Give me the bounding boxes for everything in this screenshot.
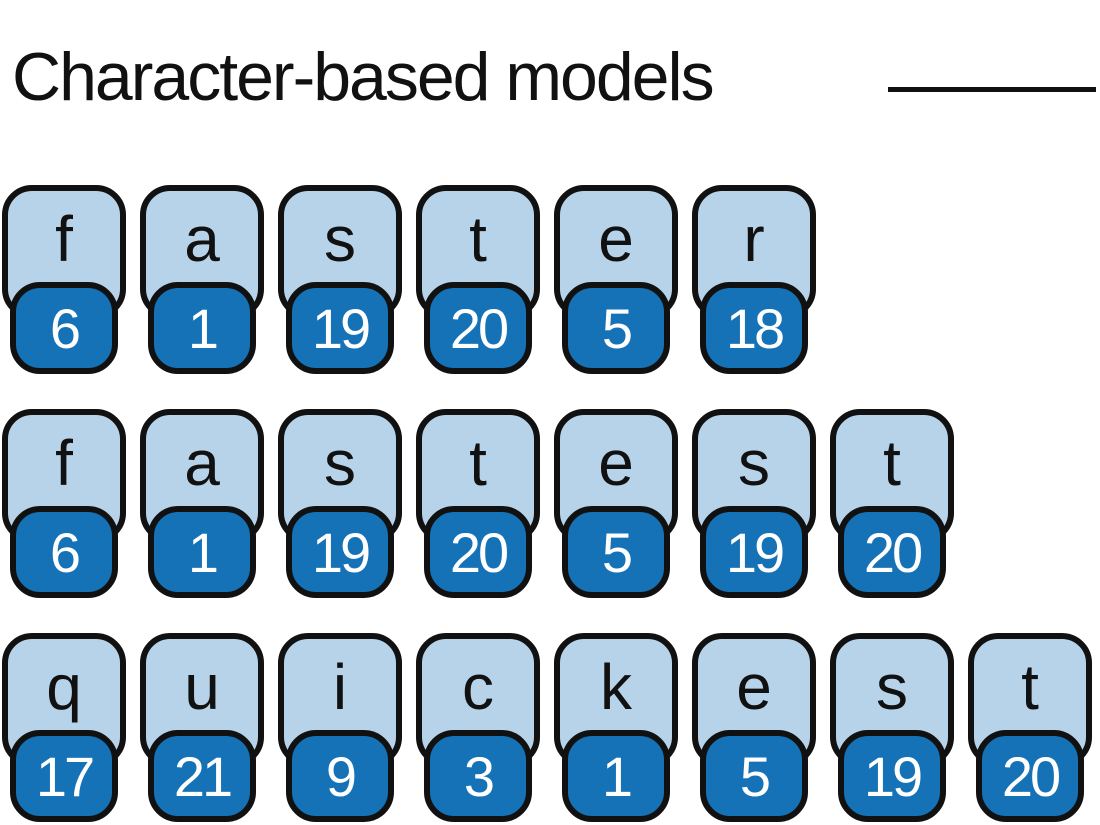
token-id-badge: 19 <box>286 282 394 374</box>
title-rule <box>888 87 1096 92</box>
char-label: a <box>184 203 220 275</box>
token-id: 21 <box>173 745 233 808</box>
char-label: k <box>600 651 632 723</box>
char-token: q 17 <box>2 633 126 825</box>
diagram-title: Character-based models <box>12 39 715 115</box>
token-id: 5 <box>601 297 633 360</box>
token-id: 19 <box>863 745 923 808</box>
char-token: r 18 <box>692 185 816 377</box>
token-id-badge: 3 <box>424 730 532 822</box>
token-id-badge: 19 <box>286 506 394 598</box>
token-id-badge: 19 <box>700 506 808 598</box>
token-id-badge: 19 <box>838 730 946 822</box>
char-label: a <box>184 427 220 499</box>
char-token: t 20 <box>416 185 540 377</box>
char-token: u 21 <box>140 633 264 825</box>
token-id: 20 <box>449 297 509 360</box>
token-id: 3 <box>463 745 495 808</box>
token-id: 20 <box>449 521 509 584</box>
token-id-badge: 5 <box>700 730 808 822</box>
token-id: 17 <box>35 745 95 808</box>
token-id: 5 <box>601 521 633 584</box>
token-id: 18 <box>725 297 785 360</box>
char-token: t 20 <box>830 409 954 601</box>
token-id-badge: 20 <box>424 282 532 374</box>
token-id: 19 <box>311 297 371 360</box>
char-label: r <box>743 203 765 275</box>
token-id-badge: 6 <box>10 282 118 374</box>
token-id-badge: 1 <box>148 282 256 374</box>
char-label: s <box>324 427 356 499</box>
char-label: s <box>324 203 356 275</box>
char-label: t <box>469 427 487 499</box>
token-id: 6 <box>49 297 81 360</box>
token-id: 19 <box>311 521 371 584</box>
token-id: 6 <box>49 521 81 584</box>
token-id: 20 <box>863 521 923 584</box>
token-id: 9 <box>325 745 357 808</box>
char-label: e <box>736 651 772 723</box>
char-label: t <box>1021 651 1039 723</box>
char-label: e <box>598 427 634 499</box>
token-id-badge: 9 <box>286 730 394 822</box>
char-label: q <box>46 651 82 723</box>
char-token: s 19 <box>278 409 402 601</box>
char-label: i <box>332 651 348 723</box>
token-id-badge: 5 <box>562 506 670 598</box>
token-id-badge: 17 <box>10 730 118 822</box>
char-label: f <box>55 427 73 499</box>
char-label: t <box>883 427 901 499</box>
token-id: 1 <box>601 745 633 808</box>
token-id-badge: 20 <box>976 730 1084 822</box>
char-label: c <box>462 651 494 723</box>
token-id-badge: 1 <box>562 730 670 822</box>
token-id-badge: 21 <box>148 730 256 822</box>
token-id-badge: 18 <box>700 282 808 374</box>
token-id: 1 <box>187 521 219 584</box>
token-id-badge: 20 <box>838 506 946 598</box>
char-label: t <box>469 203 487 275</box>
token-id: 1 <box>187 297 219 360</box>
char-token: s 19 <box>278 185 402 377</box>
char-label: s <box>738 427 770 499</box>
token-id: 5 <box>739 745 771 808</box>
token-id: 19 <box>725 521 785 584</box>
token-id-badge: 20 <box>424 506 532 598</box>
token-id-badge: 1 <box>148 506 256 598</box>
char-token: t 20 <box>416 409 540 601</box>
char-token: s 19 <box>692 409 816 601</box>
char-label: s <box>876 651 908 723</box>
token-id-badge: 5 <box>562 282 670 374</box>
token-id-badge: 6 <box>10 506 118 598</box>
char-token: s 19 <box>830 633 954 825</box>
token-id: 20 <box>1001 745 1061 808</box>
char-label: u <box>184 651 220 723</box>
char-token: t 20 <box>968 633 1092 825</box>
char-label: e <box>598 203 634 275</box>
char-label: f <box>55 203 73 275</box>
